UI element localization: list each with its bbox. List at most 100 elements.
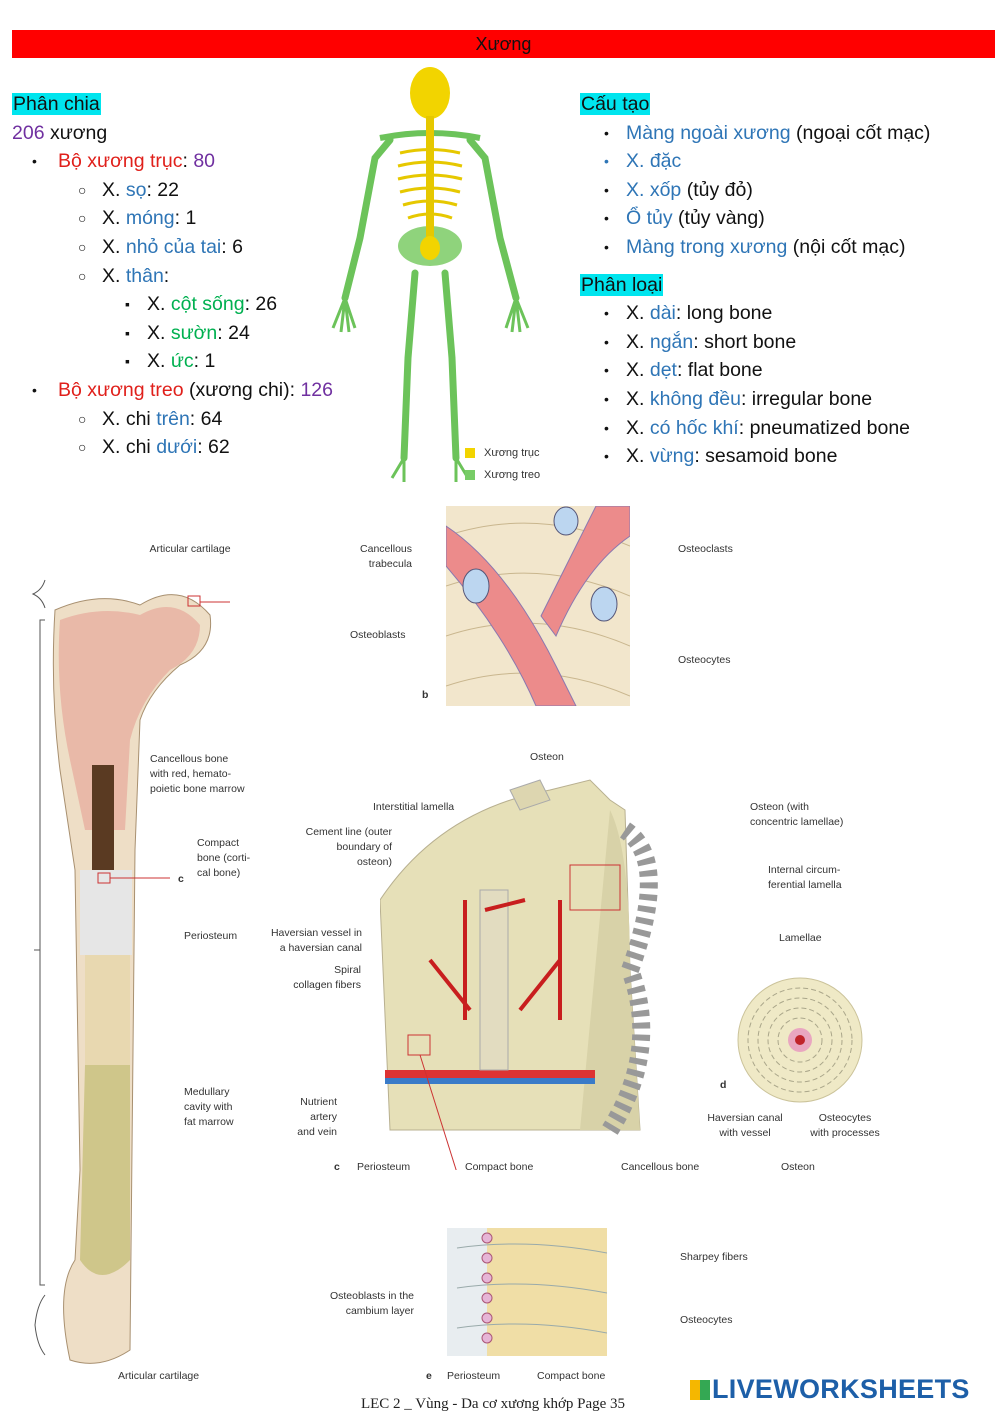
list-item: ▪X. ức: 1 bbox=[12, 347, 333, 376]
text-segment: cột sống bbox=[170, 293, 245, 316]
label-compact-bone-cortical: Compact bone (corti- cal bone) bbox=[197, 837, 251, 879]
text-segment: X. bbox=[626, 302, 650, 325]
bullet-icon: ▪ bbox=[125, 353, 130, 370]
text-segment: dẹt bbox=[649, 359, 677, 382]
logo-icon bbox=[690, 1380, 710, 1400]
logo-text: LIVEWORKSHEETS bbox=[712, 1374, 970, 1404]
label-compact-bone-e: Compact bone bbox=[537, 1370, 606, 1382]
list-item: ▪X. sườn: 24 bbox=[12, 319, 333, 348]
text-segment: xương bbox=[44, 121, 108, 144]
label-internal-circumferential-lamella: Internal circum- ferential lamella bbox=[768, 864, 842, 891]
list-item: •X. không đều: irregular bone bbox=[580, 385, 930, 414]
bullet-icon: ○ bbox=[78, 238, 87, 255]
text-segment: (xương chi): bbox=[183, 378, 301, 401]
text-segment: vừng bbox=[649, 445, 695, 468]
list-item: ○X. sọ: 22 bbox=[12, 176, 333, 205]
label-articular-cartilage-bottom: Articular cartilage bbox=[118, 1370, 200, 1382]
label-periosteum-c: Periosteum bbox=[357, 1161, 411, 1173]
text-segment: X. bbox=[626, 387, 650, 410]
osteon-cross-section bbox=[737, 977, 863, 1103]
list-item: •X. dài: long bone bbox=[580, 299, 930, 328]
text-segment: : 22 bbox=[146, 178, 179, 201]
types-list: •X. dài: long bone•X. ngắn: short bone•X… bbox=[580, 299, 930, 471]
page-title: Xương bbox=[475, 34, 532, 54]
liveworksheets-logo: LIVEWORKSHEETS bbox=[690, 1374, 970, 1405]
list-item: ○X. nhỏ của tai: 6 bbox=[12, 233, 333, 262]
text-segment: X. bbox=[102, 178, 126, 201]
bullet-icon: • bbox=[604, 124, 609, 141]
text-segment: : 26 bbox=[244, 293, 278, 316]
label-cancellous-bone-c: Cancellous bone bbox=[621, 1161, 700, 1173]
list-item: ○X. thân: bbox=[12, 262, 333, 291]
list-item: ○ X. chi trên: 64 bbox=[12, 405, 333, 434]
label-osteoclasts: Osteoclasts bbox=[678, 543, 733, 555]
section-heading-phan-chia: Phân chia bbox=[12, 93, 101, 115]
label-osteocytes-processes: Osteocytes with processes bbox=[810, 1112, 880, 1139]
bullet-icon: ○ bbox=[78, 410, 87, 427]
list-item: •Bộ xương treo (xương chi): 126 bbox=[12, 376, 333, 405]
list-item: •Màng trong xương (nội cốt mạc) bbox=[580, 233, 930, 262]
label-osteon-concentric: Osteon (with concentric lamellae) bbox=[750, 801, 844, 828]
bullet-icon: • bbox=[32, 381, 37, 398]
legend-swatch bbox=[465, 470, 475, 481]
bullet-icon: ▪ bbox=[125, 296, 130, 313]
legend-label: Xương trục bbox=[484, 447, 540, 459]
panel-label-c: c bbox=[334, 1161, 340, 1173]
bullet-icon: ○ bbox=[78, 439, 87, 456]
legend-label: Xương treo bbox=[484, 469, 541, 481]
label-osteocytes-e: Osteocytes bbox=[680, 1314, 733, 1326]
bullet-icon: • bbox=[604, 419, 609, 436]
bullet-icon: • bbox=[604, 390, 609, 407]
periosteum-panel bbox=[447, 1228, 607, 1356]
text-segment: X. bbox=[147, 350, 171, 373]
text-segment: X. bbox=[626, 416, 650, 439]
list-item: ○X. móng: 1 bbox=[12, 204, 333, 233]
text-segment: X. chi bbox=[102, 407, 157, 430]
text-segment: : 64 bbox=[189, 407, 223, 430]
text-segment: Bộ xương trục bbox=[58, 150, 183, 173]
section-heading-cau-tao: Cấu tạo bbox=[580, 93, 651, 115]
label-cancellous-trabecula: Cancellous trabecula bbox=[360, 543, 412, 570]
section-heading-phan-loai: Phân loại bbox=[580, 273, 664, 296]
label-spiral-collagen: Spiral collagen fibers bbox=[293, 964, 361, 991]
text-segment: 206 bbox=[12, 121, 45, 144]
text-segment: : pneumatized bone bbox=[738, 416, 911, 439]
text-segment: 80 bbox=[193, 150, 216, 173]
label-nutrient-artery: Nutrient artery and vein bbox=[297, 1096, 337, 1138]
label-haversian-vessel: Haversian vessel in a haversian canal bbox=[270, 927, 362, 954]
legend-appendicular: Xương treo bbox=[465, 469, 540, 481]
list-item: ○X. chi dưới: 62 bbox=[12, 433, 333, 462]
text-segment: : short bone bbox=[693, 330, 797, 353]
label-periosteum: Periosteum bbox=[184, 930, 238, 942]
text-segment: X. bbox=[102, 235, 126, 258]
label-osteoblasts: Osteoblasts bbox=[350, 629, 406, 641]
list-item: •X. xốp (tủy đỏ) bbox=[580, 176, 930, 205]
text-segment: X. bbox=[626, 359, 650, 382]
panel-label-d: d bbox=[720, 1079, 727, 1091]
text-segment: sọ bbox=[125, 178, 147, 201]
text-segment: (tủy đỏ) bbox=[681, 178, 753, 201]
label-medullary-cavity: Medullary cavity with fat marrow bbox=[184, 1086, 234, 1128]
label-cancellous-bone-red-marrow: Cancellous bone with red, hemato- poieti… bbox=[150, 753, 245, 795]
text-segment: : sesamoid bone bbox=[694, 445, 838, 468]
text-segment: có hốc khí bbox=[649, 416, 739, 439]
text-segment: dài bbox=[649, 302, 676, 325]
list-item: ▪X. cột sống: 26 bbox=[12, 290, 333, 319]
panel-label-b: b bbox=[422, 689, 429, 701]
text-segment: không đều bbox=[649, 387, 741, 410]
bullet-icon: • bbox=[32, 153, 37, 170]
bullet-icon: • bbox=[604, 210, 609, 227]
list-item: •X. đặc bbox=[580, 147, 930, 176]
text-segment: X. chi bbox=[102, 436, 157, 459]
text-segment: : 6 bbox=[221, 235, 243, 258]
text-segment: X. bbox=[147, 321, 171, 344]
list-item: •Màng ngoài xương (ngoại cốt mạc) bbox=[580, 119, 930, 148]
text-segment: trên bbox=[156, 407, 190, 430]
label-compact-bone-c: Compact bone bbox=[465, 1161, 534, 1173]
label-periosteum-e: Periosteum bbox=[447, 1370, 501, 1382]
text-segment: X. bbox=[102, 207, 126, 230]
panel-label-e: e bbox=[426, 1370, 432, 1382]
legend-swatch bbox=[465, 448, 475, 459]
list-item: • X. có hốc khí: pneumatized bone bbox=[580, 414, 930, 443]
text-segment: : 62 bbox=[197, 436, 230, 459]
